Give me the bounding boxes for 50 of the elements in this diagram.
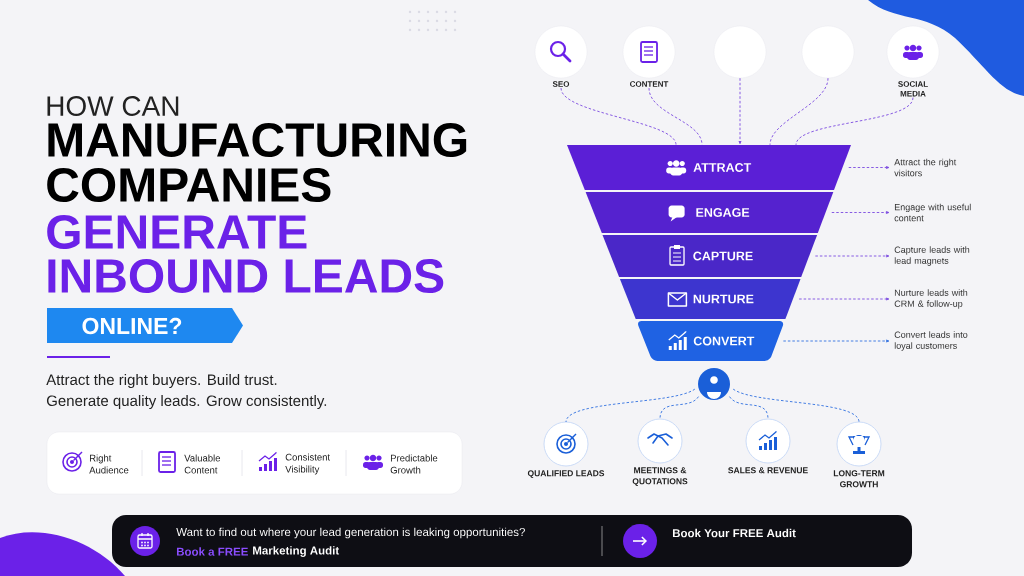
heading-text: MANUFACTURING <box>48 123 467 157</box>
subtitle-text: Generate quality leads. Grow consistently. <box>46 395 327 409</box>
dashed-arrow <box>782 339 890 343</box>
feature-label: Right Audience <box>89 454 129 474</box>
outcome-item: MEETINGS & QUOTATIONS <box>632 418 688 486</box>
outcome-item: SALES & REVENUE <box>728 418 808 474</box>
dashed-connector <box>729 396 769 420</box>
channel-label: CONTENT <box>622 25 676 87</box>
dashed-connector <box>560 87 677 146</box>
funnel-stage: ENGAGE <box>585 192 834 233</box>
outcome-item: QUALIFIED LEADS <box>527 421 605 478</box>
stage-description: Capture leads with lead magnets <box>894 246 970 266</box>
ribbon-label: ONLINE? <box>47 308 243 343</box>
dashed-connector <box>732 388 860 423</box>
feature-label: Valuable Content <box>184 454 221 474</box>
outcome-item: LONG-TERM GROWTH <box>833 421 885 488</box>
node-label: QUALIFIED LEADS <box>527 470 605 478</box>
banner-text: Want to find out where your lead generation is leaking opportunities? <box>176 527 525 539</box>
node-label: LONG-TERM GROWTH <box>833 470 885 488</box>
feature-label: Consistent Visibility <box>285 453 330 475</box>
node-label: MEETINGS & QUOTATIONS <box>632 467 688 486</box>
subtitle-text: Attract the right buyers. Build trust. <box>46 374 277 388</box>
banner-text: Marketing Audit <box>253 546 340 557</box>
dashed-arrow <box>848 166 890 169</box>
stage-description: Convert leads into loyal customers <box>894 331 968 351</box>
node-label: SALES & REVENUE <box>728 467 808 474</box>
heading-text: HOW CAN <box>47 96 179 116</box>
dashed-arrow <box>738 77 742 145</box>
dashed-connector <box>648 87 703 146</box>
stage-description: Engage with useful content <box>894 203 971 222</box>
heading-text: COMPANIES <box>47 168 331 202</box>
dashed-arrow <box>798 297 890 301</box>
heading-text: GENERATE <box>47 215 307 249</box>
dashed-connector <box>795 97 914 146</box>
dashed-connector <box>565 388 696 423</box>
dashed-arrow <box>814 254 890 258</box>
banner-link-text: Book a FREE <box>176 547 248 556</box>
call-to-action-text: Book Your FREE Audit <box>673 528 796 538</box>
channel-circle <box>713 25 767 79</box>
channel-label: SOCIAL MEDIA <box>886 25 940 97</box>
funnel-stage: ATTRACT <box>567 145 851 190</box>
feature-label: Predictable Growth <box>390 454 438 474</box>
dashed-connector <box>659 396 699 420</box>
dashed-connector <box>769 77 829 146</box>
heading-text: INBOUND LEADS <box>48 259 444 293</box>
stage-description: Attract the right visitors <box>894 158 957 177</box>
channel-circle <box>801 25 855 79</box>
channel-label: SEO <box>534 25 588 87</box>
stage-description: Nurture leads with CRM & follow-up <box>894 289 968 309</box>
dashed-arrow <box>831 211 890 214</box>
